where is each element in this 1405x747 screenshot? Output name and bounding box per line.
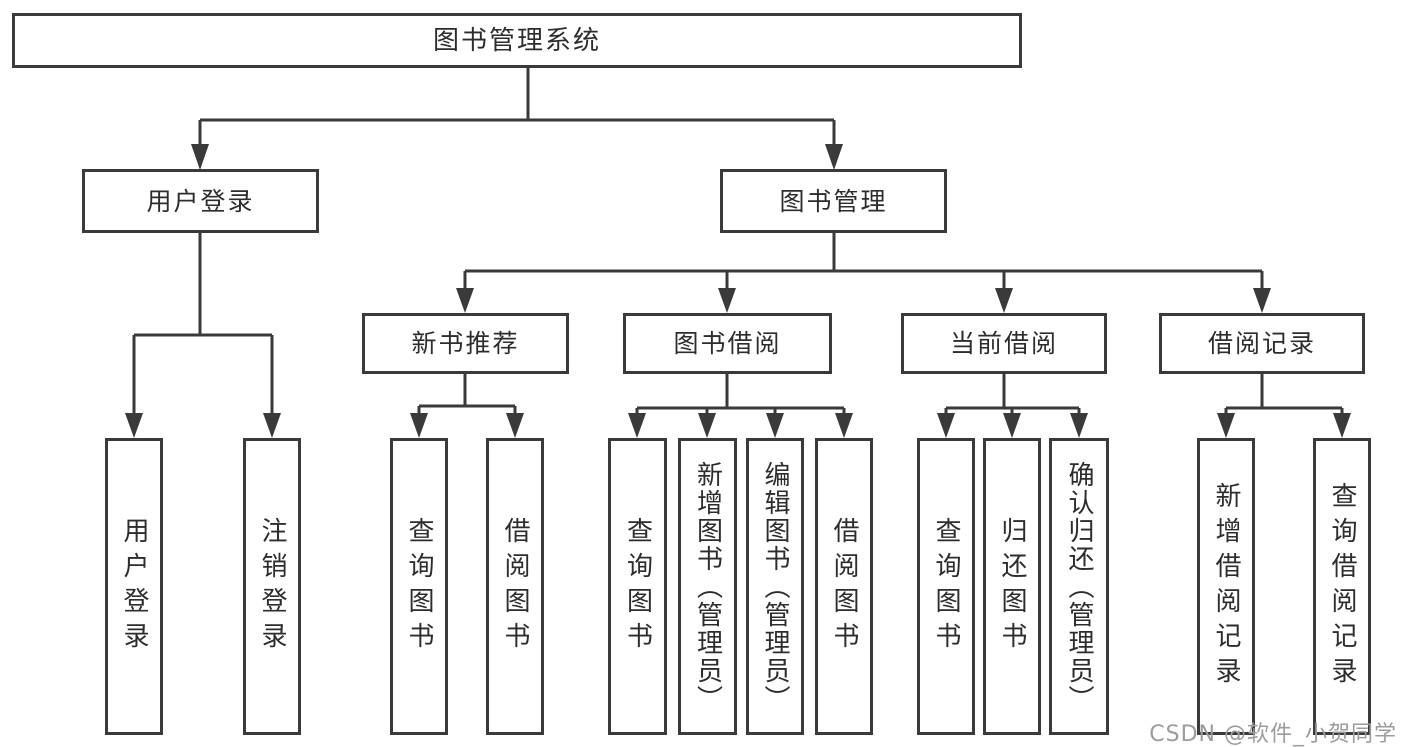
node-leaf-add-book-admin-label: 新增图书（管理员） [692,460,723,713]
node-leaf-borrow-book-recommend-label: 借阅图书 [500,516,530,657]
node-leaf-add-book-admin: 新增图书（管理员） [678,438,737,735]
node-book-management-label: 图书管理 [779,186,888,216]
csdn-watermark: CSDN @软件_小贺同学 [1149,722,1397,747]
node-leaf-confirm-return-admin: 确认归还（管理员） [1049,438,1109,735]
node-new-book-recommend: 新书推荐 [362,313,569,374]
node-leaf-borrow-book-recommend: 借阅图书 [486,438,544,735]
node-book-borrow: 图书借阅 [623,313,832,374]
node-leaf-query-book-current: 查询图书 [917,438,975,735]
node-leaf-query-borrow-record: 查询借阅记录 [1313,438,1371,735]
node-book-management: 图书管理 [720,169,947,233]
node-leaf-edit-book-admin-label: 编辑图书（管理员） [760,460,790,713]
node-leaf-logout-label: 注销登录 [257,516,287,657]
node-root-system: 图书管理系统 [12,13,1022,68]
node-leaf-edit-book-admin: 编辑图书（管理员） [746,438,804,735]
node-leaf-query-book-recommend-label: 查询图书 [404,516,434,657]
node-user-login: 用户登录 [82,169,319,233]
node-borrow-records-label: 借阅记录 [1207,329,1316,358]
node-leaf-user-login: 用户登录 [105,438,163,735]
node-user-login-label: 用户登录 [146,186,255,216]
node-leaf-add-borrow-record-label: 新增借阅记录 [1211,481,1241,692]
node-leaf-return-book-label: 归还图书 [997,516,1027,657]
node-leaf-user-login-label: 用户登录 [119,516,149,657]
node-book-borrow-label: 图书借阅 [673,329,782,358]
node-current-borrow: 当前借阅 [901,313,1107,374]
node-leaf-query-book-current-label: 查询图书 [931,516,961,657]
node-new-book-recommend-label: 新书推荐 [411,329,520,358]
node-leaf-logout: 注销登录 [243,438,301,735]
node-current-borrow-label: 当前借阅 [949,329,1058,358]
node-leaf-query-book-borrow-label: 查询图书 [622,516,653,657]
node-leaf-borrow-book: 借阅图书 [815,438,873,735]
node-leaf-query-book-borrow: 查询图书 [608,438,667,735]
node-leaf-borrow-book-label: 借阅图书 [829,516,859,657]
node-leaf-query-book-recommend: 查询图书 [390,438,448,735]
node-leaf-query-borrow-record-label: 查询借阅记录 [1327,481,1357,692]
node-leaf-return-book: 归还图书 [983,438,1041,735]
node-leaf-confirm-return-admin-label: 确认归还（管理员） [1064,460,1094,713]
node-borrow-records: 借阅记录 [1159,313,1365,374]
node-leaf-add-borrow-record: 新增借阅记录 [1197,438,1255,735]
node-root-system-label: 图书管理系统 [432,25,601,56]
